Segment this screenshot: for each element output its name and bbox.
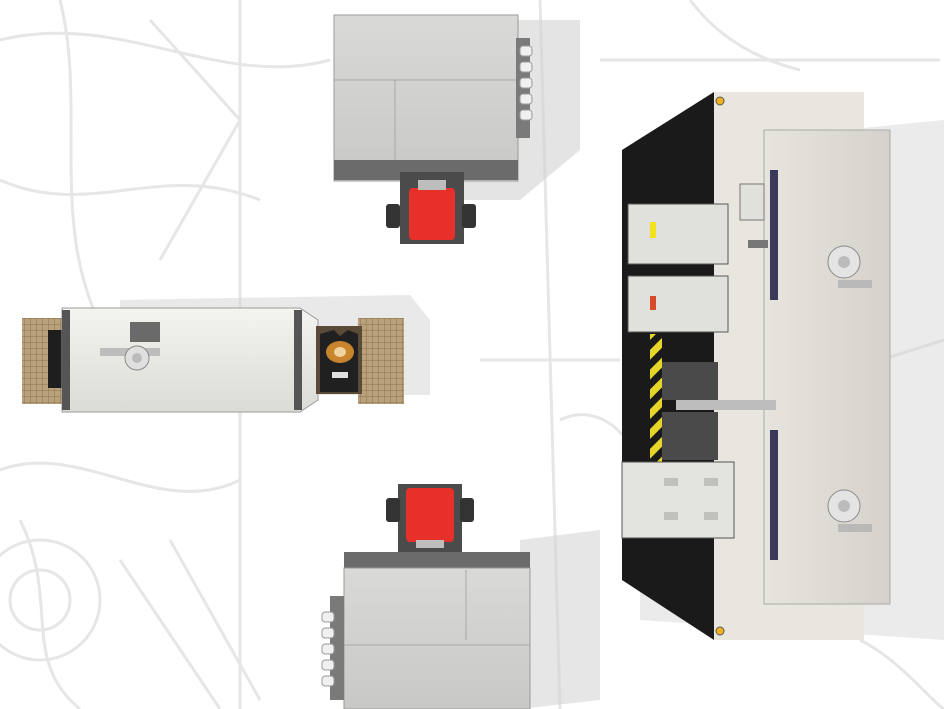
- printer-right-cover: [763, 129, 891, 605]
- printer-top-platen: [409, 188, 455, 240]
- printer-top-base: [334, 160, 518, 180]
- printer-bottom-platen: [406, 488, 454, 542]
- printer-bottom-body: [343, 567, 531, 709]
- printer-right: [621, 92, 944, 640]
- printer-middle-right-platen: [358, 318, 404, 404]
- printer-bottom-base: [344, 552, 530, 570]
- printer-top-body: [333, 14, 519, 182]
- printer-right-module-upper: [627, 203, 729, 265]
- printer-top: [333, 14, 580, 244]
- printer-middle: [22, 295, 430, 413]
- printer-bottom: [321, 484, 600, 709]
- printer-middle-body: [61, 307, 319, 413]
- printer-top-right-knob: [462, 204, 476, 228]
- printer-bottom-cartridge-rack: [330, 596, 344, 700]
- printer-middle-carriage: [130, 322, 160, 342]
- printer-top-left-knob: [386, 204, 400, 228]
- printer-right-hazard-stripe: [650, 334, 662, 464]
- printer-right-module-lower: [627, 275, 729, 333]
- printer-right-control-box: [621, 461, 735, 539]
- printer-bottom-shadow: [520, 530, 600, 709]
